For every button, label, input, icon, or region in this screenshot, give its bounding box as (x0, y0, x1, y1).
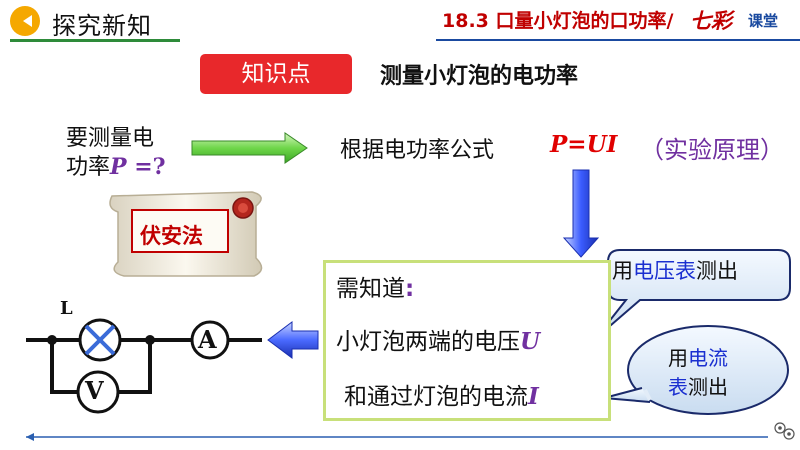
voltmeter-symbol: V (85, 376, 104, 405)
need-voltage-var: U (520, 328, 541, 355)
knowledge-title: 测量小灯泡的电功率 (380, 64, 579, 89)
scroll-seal-icon (109, 191, 263, 277)
need-box (323, 260, 611, 421)
question-tail: =? (126, 154, 166, 180)
speech-bubble-ammeter (603, 325, 789, 415)
header-right-rule (436, 39, 800, 41)
bubble2-pre: 用 (668, 346, 688, 370)
need-current-text: 和通过灯泡的电流 (344, 384, 528, 410)
ammeter-symbol: A (198, 325, 217, 354)
junction-right (145, 335, 155, 345)
brand-logo: 七彩 (690, 8, 732, 33)
arrow-down-blue-icon (562, 169, 600, 258)
bubble1-post: 测出 (696, 259, 738, 283)
speech-bubble-voltmeter (595, 249, 791, 339)
junction-left (47, 335, 57, 345)
arrow-left-blue-icon (267, 321, 319, 359)
bubble1-name: 电压表 (633, 259, 696, 283)
knowledge-tag: 知识点 (200, 54, 352, 94)
formula-label: 根据电功率公式 (340, 138, 495, 163)
need-current: 和通过灯泡的电流I (344, 377, 539, 411)
formula-expr: P=UI (550, 131, 618, 158)
principle-note: （实验原理） (640, 136, 784, 164)
lamp-icon (78, 318, 122, 362)
bubble-voltmeter-text: 用电压表测出 (612, 255, 738, 285)
question-var: P (110, 154, 127, 180)
question-text: 功率 (66, 155, 111, 180)
bottom-rule (26, 422, 795, 441)
section-title: 探究新知 (52, 12, 152, 40)
lamp-label: L (60, 298, 73, 319)
need-title: 需知道: (336, 269, 414, 303)
need-current-var: I (528, 383, 539, 410)
ammeter-icon (190, 320, 230, 360)
arrow-right-green-icon (191, 132, 308, 164)
bubble-ammeter-line1: 用电流 (668, 342, 728, 371)
bubble-ammeter-line2: 表测出 (668, 371, 728, 400)
header-underline (10, 39, 180, 42)
need-title-colon: : (405, 276, 415, 302)
brand-suffix: 课堂 (748, 12, 779, 30)
bubble2-post: 测出 (688, 375, 728, 399)
bubble1-pre: 用 (612, 259, 633, 283)
question-line1: 要测量电 (66, 126, 155, 151)
need-voltage-text: 小灯泡两端的电压 (336, 329, 520, 355)
voltmeter-icon (76, 370, 120, 414)
lesson-title: 18.3 口量小灯泡的口功率/ (442, 10, 674, 32)
need-voltage: 小灯泡两端的电压U (336, 322, 540, 356)
back-icon[interactable] (10, 6, 40, 36)
need-title-text: 需知道 (336, 276, 405, 302)
bubble2-name: 电流 (688, 346, 728, 370)
seal-label: 伏安法 (140, 224, 203, 248)
bubble2-name2: 表 (668, 375, 688, 399)
question-line2: 功率P =? (66, 152, 166, 183)
